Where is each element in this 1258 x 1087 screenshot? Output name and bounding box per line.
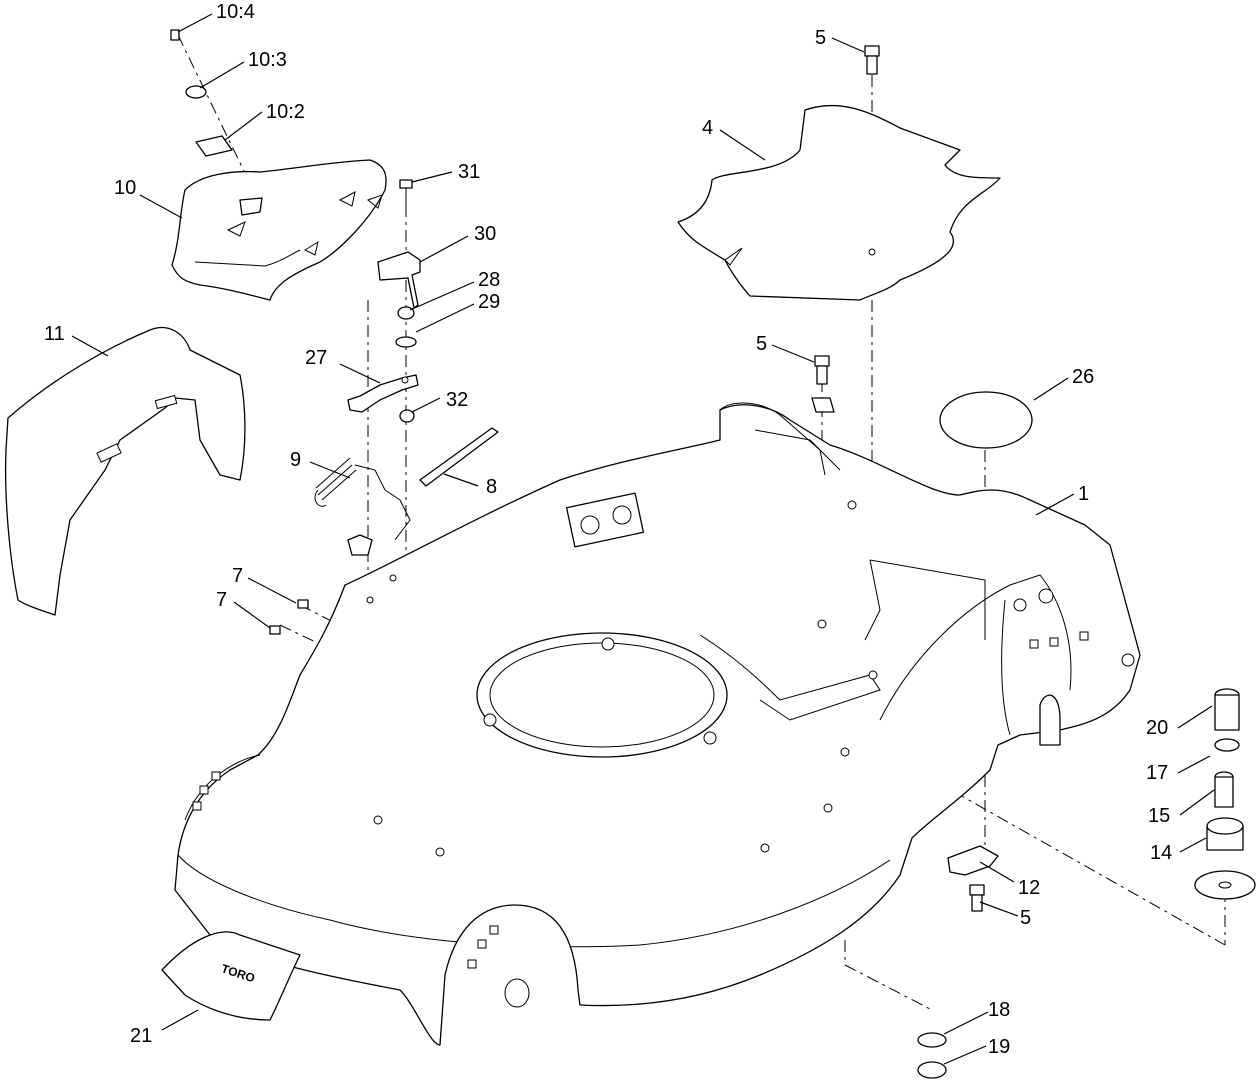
lock-nut — [399, 409, 415, 423]
callout-30: 30 — [474, 223, 497, 245]
bolts — [399, 45, 985, 912]
callout-8: 8 — [486, 476, 498, 498]
pivot-bracket — [347, 534, 373, 556]
callout-10-4: 10:4 — [216, 1, 255, 23]
callout-4: 4 — [702, 117, 714, 139]
callout-21: 21 — [130, 1025, 153, 1047]
hex-nut — [917, 1061, 947, 1079]
height-adjust-marks — [192, 631, 1089, 969]
callout-17: 17 — [1146, 762, 1169, 784]
bolt-7a — [297, 599, 309, 609]
leader-lines — [71, 13, 1215, 1065]
callout-10-3: 10:3 — [248, 49, 287, 71]
callout-10-2: 10:2 — [266, 101, 305, 123]
callout-5-top: 5 — [815, 27, 827, 49]
brand-plate — [161, 931, 301, 1021]
callout-5-low: 5 — [1020, 907, 1032, 929]
shield-hardware — [170, 29, 263, 216]
side-discharge-chute — [4, 326, 246, 616]
hose-fitting-assembly — [1194, 688, 1256, 900]
callout-31: 31 — [458, 161, 481, 183]
callout-1: 1 — [1078, 483, 1090, 505]
flat-washer — [917, 1032, 947, 1048]
callout-11: 11 — [44, 323, 65, 345]
callout-7a: 7 — [232, 565, 244, 587]
adjust-lever — [347, 374, 419, 413]
callout-10: 10 — [114, 177, 137, 199]
callout-29: 29 — [478, 291, 501, 313]
mounting-bracket — [377, 251, 421, 309]
callout-9: 9 — [290, 449, 302, 471]
callout-5-mid: 5 — [756, 333, 768, 355]
callout-12: 12 — [1018, 877, 1041, 899]
top-shield — [171, 159, 387, 301]
adjust-rod — [419, 427, 499, 487]
extension-spring — [314, 457, 386, 507]
callout-19: 19 — [988, 1036, 1011, 1058]
spring-washer — [395, 336, 417, 348]
cap-disc — [939, 391, 1033, 449]
callout-26: 26 — [1072, 366, 1095, 388]
callout-32: 32 — [446, 389, 469, 411]
rear-cover-plate — [677, 104, 1001, 301]
callout-27: 27 — [305, 347, 328, 369]
callout-14: 14 — [1150, 842, 1173, 864]
callout-18: 18 — [988, 999, 1011, 1021]
mower-deck-housing — [174, 402, 1141, 1046]
bolt-7b — [269, 625, 281, 635]
bracket-12 — [947, 845, 999, 876]
callout-28: 28 — [478, 269, 501, 291]
callout-20: 20 — [1146, 717, 1169, 739]
callout-7b: 7 — [216, 589, 228, 611]
callout-15: 15 — [1148, 805, 1171, 827]
